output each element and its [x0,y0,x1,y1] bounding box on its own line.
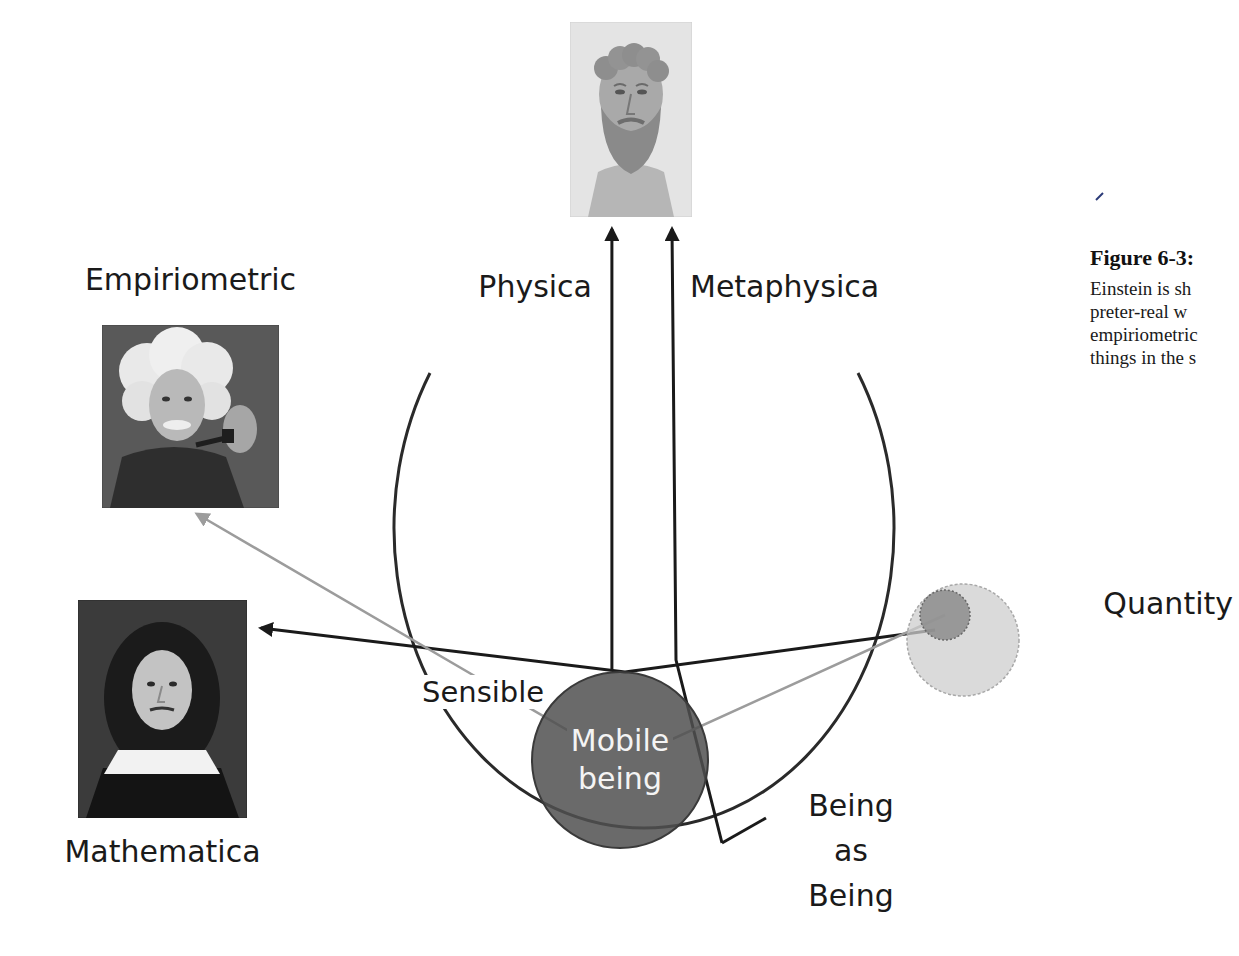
quantity-circle-shape [905,582,1021,698]
tick-mark [722,818,766,843]
aristotle-portrait [570,22,692,217]
figure-number: Figure 6-3: [1090,245,1194,271]
aristotle-portrait-shape [570,22,692,217]
caption-fragment: things in the s [1090,347,1196,370]
caption-fragment: preter-real w [1090,301,1187,324]
mobile-being-circle: Mobile being [530,670,710,850]
edge-label: Metaphysica [690,269,879,305]
stray-mark [1096,193,1103,200]
portrait-heading: Mathematica [64,834,260,870]
edge-label: Physica [478,269,592,305]
region-label: Being as Being [808,783,893,918]
portrait-heading: Empiriometric [85,262,296,298]
connector-arrow [610,229,613,671]
region-label: Sensible [420,675,546,710]
circle-label: Quantity [1103,586,1233,622]
descartes-portrait: Mathematica [78,600,247,818]
einstein-portrait-shape [102,325,279,508]
einstein-portrait: Empiriometric [102,325,279,508]
quantity-circle: Quantity [905,582,1021,698]
circle-label: Mobile being [567,722,673,798]
bowl-arc [394,373,894,828]
caption-fragment: Einstein is sh [1090,278,1191,301]
descartes-portrait-shape [78,600,247,818]
caption-fragment: empiriometric [1090,324,1198,347]
